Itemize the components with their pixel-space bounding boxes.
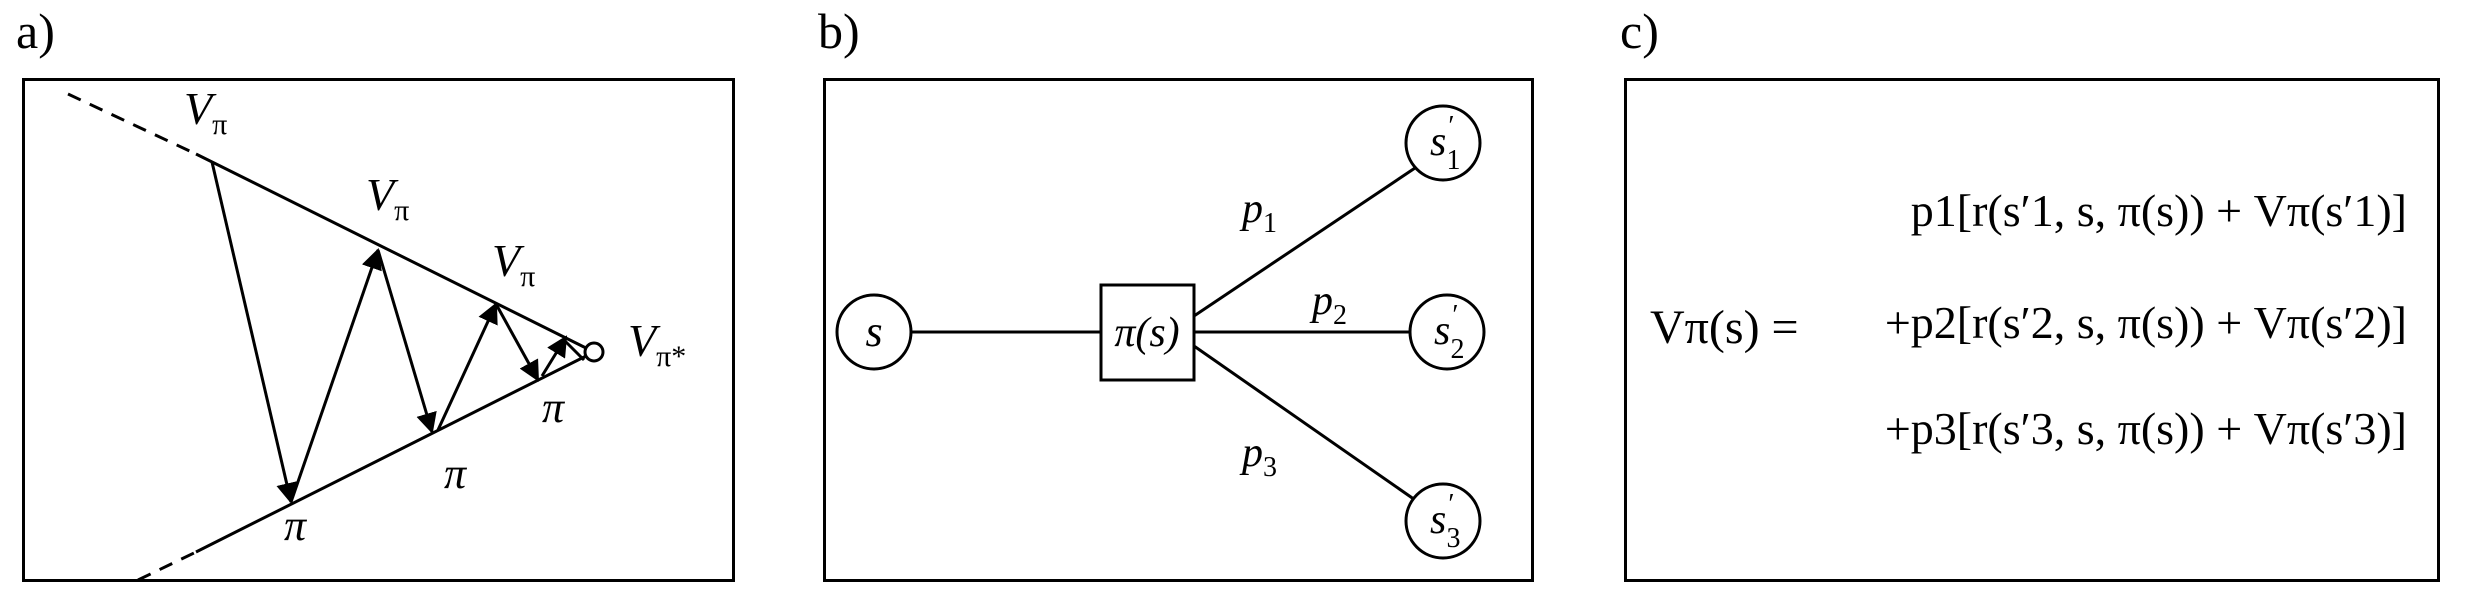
panel-c-frame — [1624, 78, 2440, 582]
bellman-term-1: p1[r(s′1, s, π(s)) + Vπ(s′1)] — [1910, 185, 2407, 236]
panel-b-label: b) — [818, 3, 860, 59]
bellman-term-2: +p2[r(s′2, s, π(s)) + Vπ(s′2)] — [1884, 297, 2407, 348]
panel-b-frame — [823, 78, 1534, 582]
bellman-term-3: +p3[r(s′3, s, π(s)) + Vπ(s′3)] — [1884, 403, 2407, 454]
panel-a-frame — [22, 78, 735, 582]
bellman-lhs: Vπ(s) = — [1650, 301, 1799, 354]
panel-c-label: c) — [1620, 3, 1659, 59]
panel-a-label: a) — [16, 3, 55, 59]
